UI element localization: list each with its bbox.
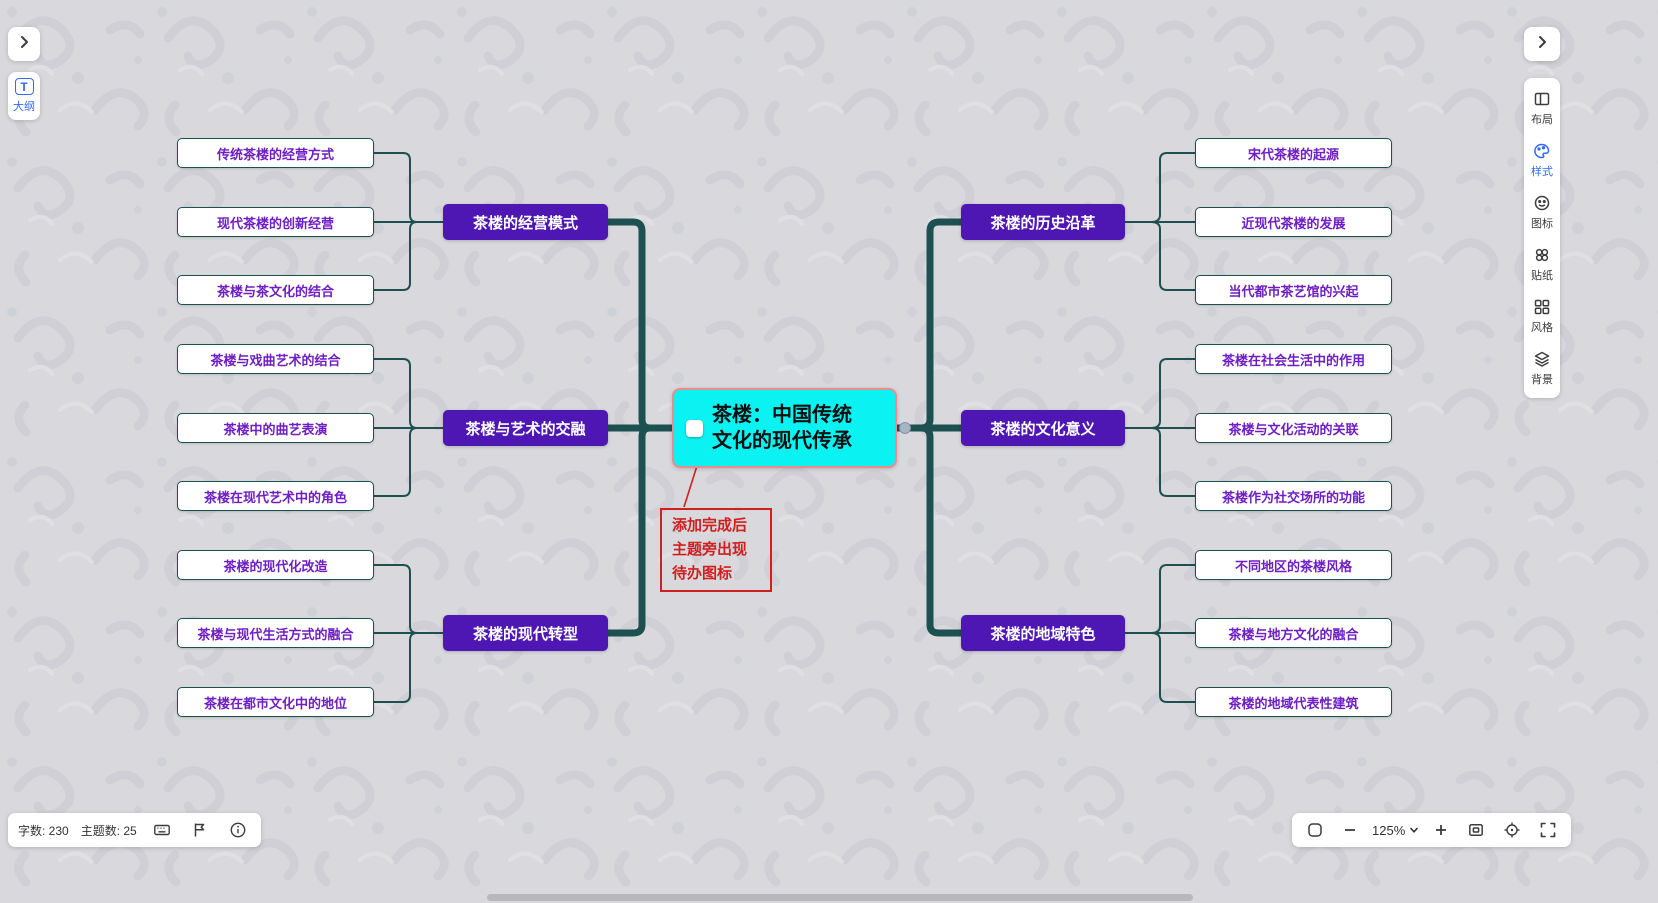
left-panel-expand-button[interactable] <box>8 27 40 61</box>
right-toolbar: 布局 样式 图标 贴纸 风格 <box>1524 78 1560 398</box>
annotation-note: 添加完成后 主题旁出现 待办图标 <box>660 508 772 592</box>
toolbar-item-style[interactable]: 样式 <box>1524 134 1560 186</box>
toolbar-item-theme[interactable]: 风格 <box>1524 290 1560 342</box>
topic-node[interactable]: 传统茶楼的经营方式 <box>177 138 374 168</box>
toolbar-item-label: 图标 <box>1531 218 1553 230</box>
outline-text-icon: T <box>14 78 34 95</box>
zoom-in-button[interactable] <box>1429 822 1453 838</box>
annotation-line: 待办图标 <box>672 565 733 582</box>
branch-node[interactable]: 茶楼的经营模式 <box>443 204 608 240</box>
toolbar-item-layout[interactable]: 布局 <box>1524 82 1560 134</box>
topic-node[interactable]: 当代都市茶艺馆的兴起 <box>1195 275 1392 305</box>
topic-node[interactable]: 茶楼的地域代表性建筑 <box>1195 687 1392 717</box>
info-button[interactable] <box>225 821 251 839</box>
toolbar-item-label: 样式 <box>1531 166 1553 178</box>
topic-node[interactable]: 近现代茶楼的发展 <box>1195 207 1392 237</box>
topic-node[interactable]: 茶楼在社会生活中的作用 <box>1195 344 1392 374</box>
annotation-line: 添加完成后 <box>672 517 748 534</box>
toolbar-item-label: 背景 <box>1531 374 1553 386</box>
toolbar-item-label: 风格 <box>1531 322 1553 334</box>
sticker-icon <box>1533 246 1551 264</box>
right-panel-expand-button[interactable] <box>1524 27 1560 61</box>
locate-center-button[interactable] <box>1499 821 1525 839</box>
topic-node[interactable]: 茶楼与戏曲艺术的结合 <box>177 344 374 374</box>
topic-node[interactable]: 现代茶楼的创新经营 <box>177 207 374 237</box>
emoji-icon <box>1533 194 1551 212</box>
topic-node[interactable]: 茶楼与茶文化的结合 <box>177 275 374 305</box>
branch-node[interactable]: 茶楼与艺术的交融 <box>443 410 608 446</box>
fit-screen-button[interactable] <box>1463 821 1489 839</box>
branch-node[interactable]: 茶楼的地域特色 <box>961 615 1125 651</box>
horizontal-scrollbar[interactable] <box>487 894 1193 901</box>
todo-checkbox-icon[interactable] <box>686 419 703 437</box>
outline-button[interactable]: T 大纲 <box>8 72 40 120</box>
background-layers-icon <box>1533 350 1551 368</box>
palette-icon <box>1533 142 1551 160</box>
central-topic-node[interactable]: 茶楼：中国传统文化的现代传承 <box>672 388 897 468</box>
topic-count: 主题数: 25 <box>80 823 137 838</box>
word-count: 字数: 230 <box>18 823 69 838</box>
keyboard-shortcuts-button[interactable] <box>149 821 175 839</box>
zoom-level-dropdown[interactable]: 125% <box>1372 823 1419 838</box>
branch-node[interactable]: 茶楼的现代转型 <box>443 615 608 651</box>
toolbar-item-stickers[interactable]: 贴纸 <box>1524 238 1560 290</box>
topic-node[interactable]: 茶楼中的曲艺表演 <box>177 413 374 443</box>
toolbar-item-background[interactable]: 背景 <box>1524 342 1560 394</box>
outline-view-button[interactable] <box>187 821 213 839</box>
status-bar: 字数: 230 主题数: 25 <box>8 813 261 847</box>
chevron-down-icon <box>1409 823 1419 838</box>
topic-node[interactable]: 茶楼作为社交场所的功能 <box>1195 481 1392 511</box>
topic-node[interactable]: 茶楼与文化活动的关联 <box>1195 413 1392 443</box>
zoom-out-button[interactable] <box>1338 822 1362 838</box>
fullscreen-button[interactable] <box>1535 821 1561 839</box>
toolbar-item-label: 贴纸 <box>1531 270 1553 282</box>
zoom-bar: 125% <box>1292 813 1572 847</box>
topic-node[interactable]: 宋代茶楼的起源 <box>1195 138 1392 168</box>
topic-node[interactable]: 茶楼的现代化改造 <box>177 550 374 580</box>
theme-grid-icon <box>1533 298 1551 316</box>
topic-node[interactable]: 不同地区的茶楼风格 <box>1195 550 1392 580</box>
topic-node[interactable]: 茶楼与地方文化的融合 <box>1195 618 1392 648</box>
branch-node[interactable]: 茶楼的文化意义 <box>961 410 1125 446</box>
topic-node[interactable]: 茶楼在都市文化中的地位 <box>177 687 374 717</box>
topic-node[interactable]: 茶楼在现代艺术中的角色 <box>177 481 374 511</box>
chevron-right-icon <box>1534 34 1550 55</box>
branch-node[interactable]: 茶楼的历史沿革 <box>961 204 1125 240</box>
layout-icon <box>1533 90 1551 108</box>
topic-node[interactable]: 茶楼与现代生活方式的融合 <box>177 618 374 648</box>
toolbar-item-icons[interactable]: 图标 <box>1524 186 1560 238</box>
annotation-line: 主题旁出现 <box>672 541 748 558</box>
minimap-button[interactable] <box>1302 821 1328 839</box>
outline-button-label: 大纲 <box>13 101 35 113</box>
central-topic-label: 茶楼：中国传统文化的现代传承 <box>712 403 852 452</box>
zoom-level-value: 125% <box>1372 822 1406 838</box>
chevron-right-icon <box>16 34 32 55</box>
toolbar-item-label: 布局 <box>1531 114 1553 126</box>
